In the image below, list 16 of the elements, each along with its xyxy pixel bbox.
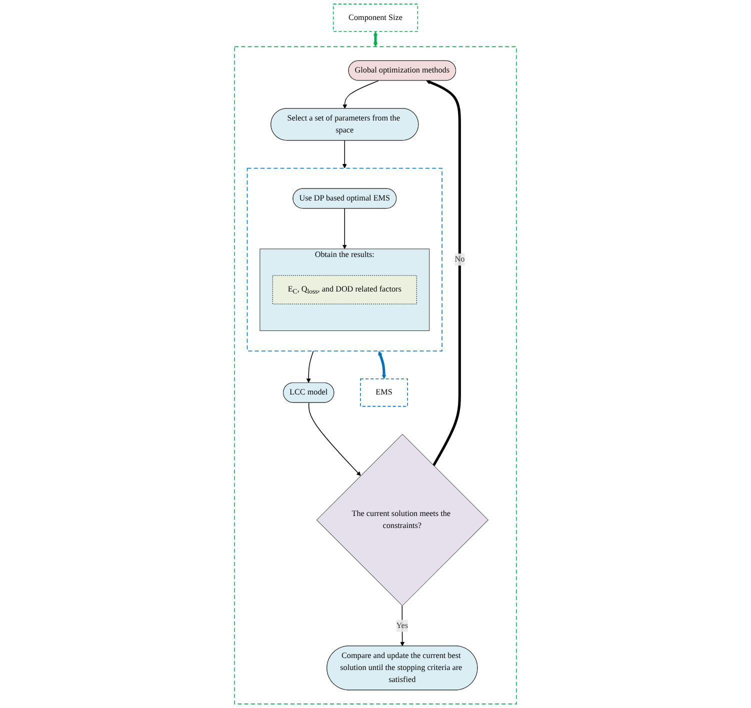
arrow — [373, 31, 378, 47]
edge-label: No — [454, 255, 465, 264]
node-box: E$_{C}$, Q$_{loss}$, and DOD related factors — [272, 275, 417, 304]
arrow — [342, 140, 347, 168]
cluster — [234, 46, 517, 704]
arrow — [308, 402, 361, 476]
arrow — [378, 350, 386, 380]
node-box: Component Size — [332, 4, 418, 32]
arrow — [426, 80, 461, 466]
node-box: EMS — [360, 378, 408, 407]
arrow — [306, 350, 314, 383]
cluster — [246, 168, 442, 352]
arrow — [342, 80, 379, 109]
node-diamond: The current solution meets the constraints? — [316, 434, 489, 606]
arrow — [342, 208, 347, 250]
edge-label: Yes — [396, 621, 408, 630]
